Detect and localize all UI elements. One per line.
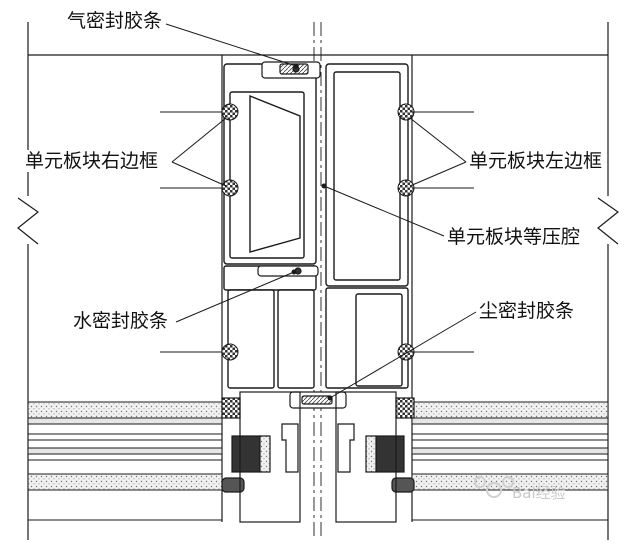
watermark-logo-icon — [474, 476, 514, 498]
label-left-frame: 单元板块左边框 — [468, 150, 604, 172]
label-right-frame: 单元板块右边框 — [24, 150, 160, 172]
watermark-text: Bai经验 — [512, 484, 566, 502]
label-water-seal: 水密封胶条 — [72, 310, 170, 332]
label-air-seal: 气密封胶条 — [66, 10, 164, 32]
label-dust-seal: 尘密封胶条 — [478, 300, 576, 322]
label-pressure-chamber: 单元板块等压腔 — [446, 226, 582, 248]
